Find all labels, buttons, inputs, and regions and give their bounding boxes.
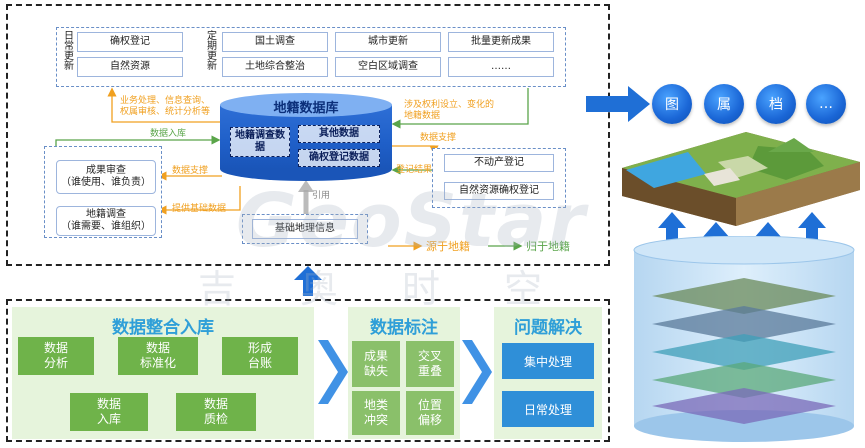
db-survey-data: 地籍调查数据 [230, 127, 290, 157]
update-item-land-consolidation: 土地综合整治 [222, 57, 328, 77]
base-geo-info-box: 基础地理信息 [252, 219, 358, 239]
layered-data-cylinder [633, 236, 855, 442]
flow-analyze: 数据 分析 [18, 337, 94, 375]
db-other-data: 其他数据 [298, 125, 380, 143]
periodic-update-label: 定期更新 [204, 30, 216, 70]
update-item-urban-renewal: 城市更新 [335, 32, 441, 52]
annotate-title: 数据标注 [370, 318, 438, 338]
annotation-business: 业务处理、信息查询、权属审核、统计分析等 [120, 96, 211, 117]
solve-centralized: 集中处理 [502, 343, 594, 379]
natural-resource-register-box: 自然资源确权登记 [444, 182, 554, 200]
circle-graph: 图 [652, 84, 692, 124]
annotate-landtype-conflict: 地类 冲突 [352, 391, 400, 435]
annotate-missing: 成果 缺失 [352, 341, 400, 387]
circle-archive: 档 [756, 84, 796, 124]
watermark-logo: GeoStar [236, 178, 587, 264]
circle-attribute: 属 [704, 84, 744, 124]
annotation-register-result: 登记结果 [396, 165, 433, 175]
circle-more: … [806, 84, 846, 124]
flow-standardize: 数据 标准化 [118, 337, 198, 375]
update-item-natural: 自然资源 [77, 57, 183, 77]
update-item-land-survey: 国土调查 [222, 32, 328, 52]
cadastral-flow-frame [6, 4, 610, 266]
review-box: 成果审查 （谁使用、谁负责） [56, 160, 156, 194]
annotation-rights: 涉及权利设立、变化的地籍数据 [404, 100, 495, 121]
legend-to: 归于地籍 [526, 240, 570, 253]
watermark-cn: 吉奥时空 [198, 267, 607, 311]
update-item-blank-survey: 空白区域调查 [335, 57, 441, 77]
flow-qc: 数据 质检 [176, 393, 256, 431]
solve-title: 问题解决 [514, 318, 582, 338]
flow-ledger: 形成 台账 [222, 337, 298, 375]
annotation-reference: 引用 [312, 191, 331, 201]
annotation-data-in: 数据入库 [150, 129, 187, 139]
integrate-title: 数据整合入库 [112, 318, 214, 338]
update-item-register: 确权登记 [77, 32, 183, 52]
legend-from: 源于地籍 [426, 240, 470, 253]
db-register-data: 确权登记数据 [298, 149, 380, 167]
flow-import: 数据 入库 [70, 393, 148, 431]
annotation-data-support-right: 数据支撑 [420, 133, 457, 143]
solve-daily: 日常处理 [502, 391, 594, 427]
annotate-offset: 位置 偏移 [406, 391, 454, 435]
daily-update-label: 日常更新 [61, 30, 73, 70]
survey-box: 地籍调查 （谁需要、谁组织） [56, 206, 156, 236]
integration-frame [6, 299, 610, 442]
real-estate-register-box: 不动产登记 [444, 154, 554, 172]
annotation-data-support-left: 数据支撑 [172, 166, 209, 176]
terrain-illustration [622, 132, 860, 226]
annotation-base-data: 提供基础数据 [172, 204, 227, 214]
annotate-overlap: 交叉 重叠 [406, 341, 454, 387]
cadastral-database: 地籍数据库 地籍调查数据 其他数据 确权登记数据 [220, 93, 392, 181]
database-title: 地籍数据库 [273, 101, 339, 116]
update-item-more: …… [448, 57, 554, 77]
update-item-batch: 批量更新成果 [448, 32, 554, 52]
